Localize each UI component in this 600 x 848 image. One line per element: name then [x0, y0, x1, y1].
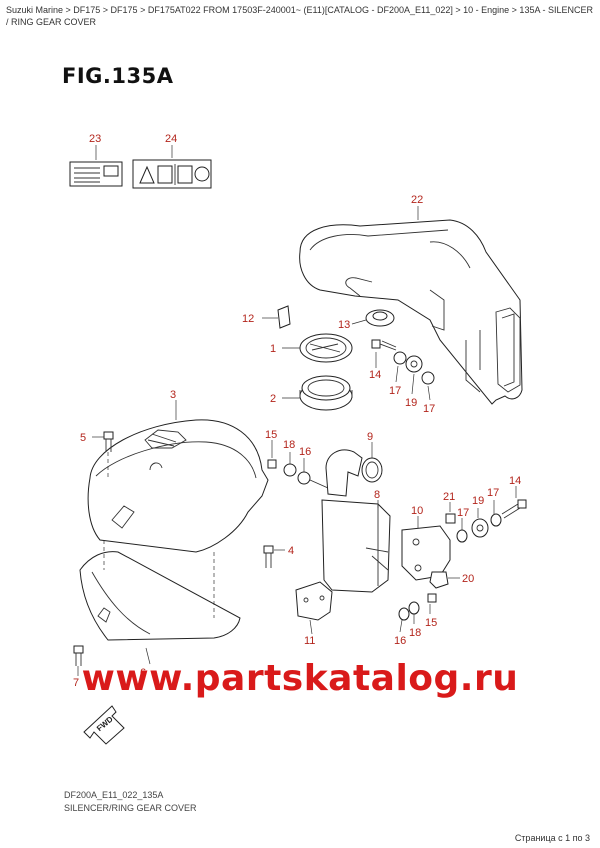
callout-3: 3	[170, 389, 176, 401]
part-23-label-decal[interactable]	[69, 161, 123, 187]
callout-4: 4	[288, 545, 294, 557]
callout-18-a: 18	[283, 439, 295, 451]
callout-19-b: 19	[472, 495, 484, 507]
figure-caption: SILENCER/RING GEAR COVER	[64, 803, 197, 813]
part-17-collar-upper-2[interactable]	[421, 371, 435, 385]
callout-14-upper: 14	[369, 369, 381, 381]
part-16-spacer-low[interactable]	[398, 607, 410, 621]
callout-18-b: 18	[409, 627, 421, 639]
callout-17-b: 17	[423, 403, 435, 415]
part-19-grommet-right[interactable]	[471, 518, 489, 538]
part-7-bolt[interactable]	[73, 645, 84, 666]
breadcrumb: Suzuki Marine > DF175 > DF175 > DF175AT0…	[6, 5, 593, 27]
callout-24: 24	[165, 133, 177, 145]
part-13-grommet[interactable]	[365, 309, 395, 327]
callout-19-a: 19	[405, 397, 417, 409]
part-20-clamp[interactable]	[429, 571, 449, 589]
part-6-lower-cover[interactable]	[79, 551, 241, 641]
part-17-collar-right[interactable]	[456, 529, 468, 543]
part-8-silencer-body[interactable]	[321, 499, 391, 593]
part-10-bracket[interactable]	[401, 525, 451, 581]
part-16-spacer-mid[interactable]	[297, 471, 329, 489]
callout-11: 11	[304, 635, 315, 647]
callout-20: 20	[462, 573, 474, 585]
callout-10: 10	[411, 505, 423, 517]
part-11-bracket[interactable]	[295, 581, 333, 621]
part-18-washer-low[interactable]	[408, 601, 420, 615]
callout-8: 8	[374, 489, 380, 501]
part-22-silencer-case[interactable]	[299, 219, 523, 405]
figure-title: FIG.135A	[62, 64, 174, 88]
callout-7: 7	[73, 677, 79, 689]
callout-16-a: 16	[299, 446, 311, 458]
part-24-caution-label[interactable]	[132, 159, 212, 189]
part-14-bolt-right[interactable]	[501, 499, 527, 519]
callout-12: 12	[242, 313, 254, 325]
part-3-ring-gear-cover[interactable]	[87, 419, 269, 553]
callout-9: 9	[367, 431, 373, 443]
callout-15-b: 15	[425, 617, 437, 629]
part-14-bolt-upper[interactable]	[371, 339, 397, 351]
callout-17-d: 17	[487, 487, 499, 499]
part-17-collar-right-2[interactable]	[490, 513, 502, 527]
callout-21: 21	[443, 491, 455, 503]
part-18-washer-mid[interactable]	[283, 463, 297, 477]
callout-2: 2	[270, 393, 276, 405]
callout-13: 13	[338, 319, 350, 331]
callout-14-right: 14	[509, 475, 521, 487]
page-count: Страница с 1 по 3	[514, 833, 590, 843]
part-4-bolt[interactable]	[263, 545, 274, 568]
part-19-grommet-upper[interactable]	[405, 355, 423, 373]
part-9-grommet[interactable]	[361, 457, 383, 483]
part-15-bolt-low[interactable]	[427, 593, 437, 603]
part-5-bolt[interactable]	[103, 431, 114, 452]
part-1-screen[interactable]	[299, 333, 353, 363]
callout-15-a: 15	[265, 429, 277, 441]
part-21-nut[interactable]	[445, 513, 456, 524]
fwd-arrow-icon: FWD	[83, 705, 125, 745]
part-15-bolt-mid[interactable]	[267, 459, 277, 469]
callout-1: 1	[270, 343, 276, 355]
callout-23: 23	[89, 133, 101, 145]
part-17-collar-upper[interactable]	[393, 351, 407, 365]
part-2-ring-seal[interactable]	[299, 375, 353, 411]
callout-6: 6	[140, 667, 146, 679]
callout-5: 5	[80, 432, 86, 444]
watermark: www.partskatalog.ru	[81, 658, 519, 699]
callout-16-b: 16	[394, 635, 406, 647]
part-12-rubber[interactable]	[277, 305, 291, 329]
callout-17-c: 17	[457, 507, 469, 519]
callout-22: 22	[411, 194, 423, 206]
figure-code: DF200A_E11_022_135A	[64, 790, 164, 800]
part-9-elbow[interactable]	[325, 449, 363, 497]
callout-17-a: 17	[389, 385, 401, 397]
